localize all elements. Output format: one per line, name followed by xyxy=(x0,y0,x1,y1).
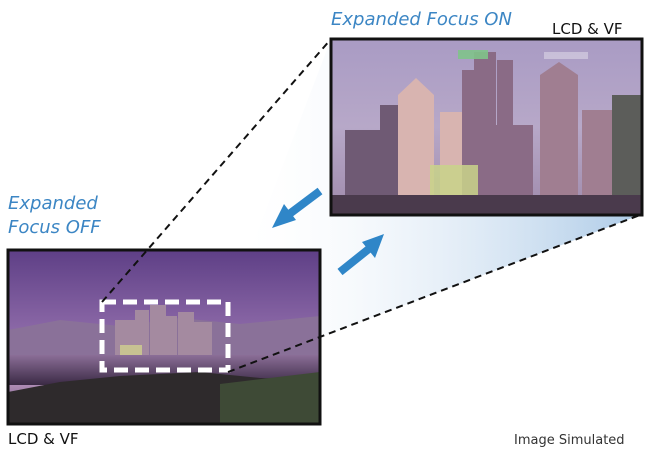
expanded-focus-on-label: Expanded Focus ON xyxy=(331,9,512,30)
lcd-vf-label-top: LCD & VF xyxy=(552,20,623,38)
focus-area-marker xyxy=(99,299,231,373)
normal-view-image xyxy=(8,250,320,424)
expanded-focus-off-label-line2: Focus OFF xyxy=(8,217,101,238)
expanded-view-frame xyxy=(329,37,644,217)
image-simulated-label: Image Simulated xyxy=(514,433,625,448)
lcd-vf-label-bottom: LCD & VF xyxy=(8,430,79,448)
expanded-view-image xyxy=(331,39,642,215)
connector-line-bottom xyxy=(227,214,641,373)
large-buildings xyxy=(398,78,462,200)
arrow-down-left-icon xyxy=(272,187,323,228)
connector-line-top xyxy=(101,38,332,303)
osd-focus-indicator xyxy=(458,50,488,59)
arrow-up-right-icon xyxy=(337,234,384,276)
expanded-focus-off-label-line1: Expanded xyxy=(8,193,98,214)
